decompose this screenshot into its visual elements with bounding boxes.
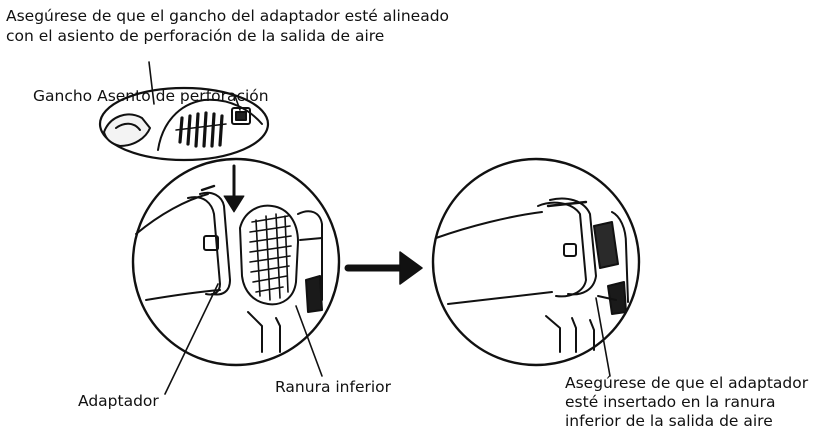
left-detail-circle (131, 157, 341, 367)
instruction-bottom-line-1: Asegúrese de que el adaptador (565, 374, 809, 392)
arrow-right (344, 251, 423, 285)
instruction-bottom-line-2: esté insertado en la ranura (565, 393, 776, 411)
instruction-top-line-1: Asegúrese de que el gancho del adaptador… (6, 7, 450, 25)
bottom-note-leader (595, 297, 611, 377)
asiento-leader (234, 95, 241, 111)
gancho-leader (148, 61, 155, 105)
instruction-bottom: Asegúrese de que el adaptador esté inser… (565, 374, 808, 431)
detail-oval (98, 86, 270, 162)
instruction-top: Asegúrese de que el gancho del adaptador… (6, 6, 449, 46)
right-detail-circle (431, 157, 641, 367)
gancho-asiento-label: Gancho Asento de perforación (33, 87, 269, 105)
ranura-leader (295, 305, 323, 377)
instruction-bottom-line-3: inferior de la salida de aire (565, 412, 773, 430)
ranura-label: Ranura inferior (275, 378, 392, 396)
instruction-top-line-2: con el asiento de perforación de la sali… (6, 27, 385, 45)
adaptador-label: Adaptador (78, 392, 159, 410)
adaptador-leader (164, 283, 219, 395)
